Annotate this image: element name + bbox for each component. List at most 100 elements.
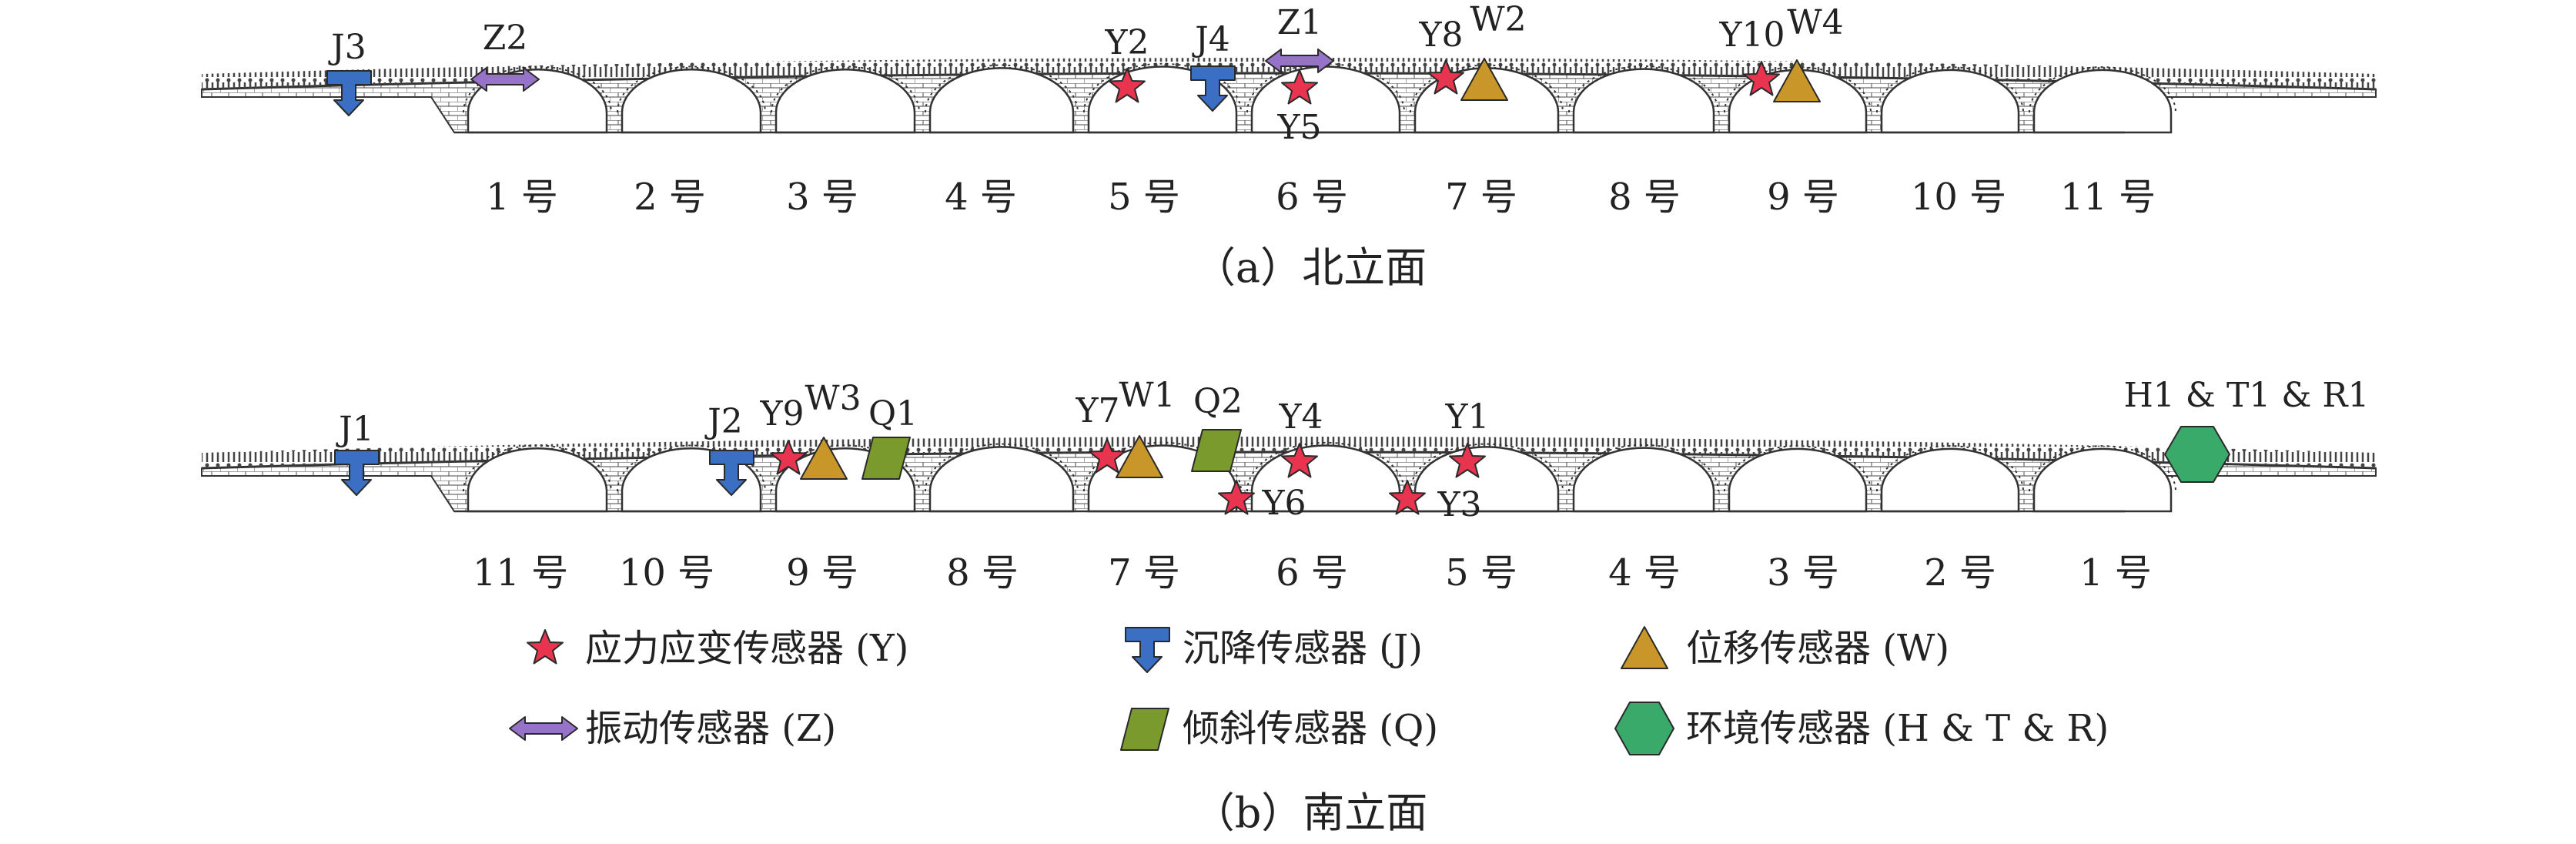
- bridge-arch: [1728, 447, 1868, 513]
- tilt-sensor-icon: [1120, 708, 1169, 751]
- sensor-label: Y3: [1437, 485, 1481, 524]
- stress-sensor-icon: [1109, 68, 1146, 103]
- span-label: 6 号: [1276, 551, 1348, 594]
- north-sensor-J3: J3: [326, 28, 372, 116]
- bridge-arch: [928, 67, 1075, 134]
- displacement-sensor-icon: [800, 437, 848, 480]
- bridge-arch: [1880, 69, 2020, 134]
- span-label: 4 号: [945, 176, 1017, 219]
- span-label: 10 号: [1911, 176, 2006, 219]
- arch-voussoir: [617, 444, 766, 492]
- displacement-sensor-icon: [1460, 58, 1508, 101]
- sensor-label: Y7: [1075, 391, 1119, 430]
- bridge-railing: [202, 58, 2376, 89]
- span-label: 7 号: [1108, 551, 1180, 594]
- sensor-label: W1: [1119, 376, 1175, 415]
- arch-voussoir: [463, 444, 612, 492]
- environment-sensor-icon: [2164, 426, 2230, 483]
- stress-sensor-icon: [1389, 480, 1426, 515]
- legend-label: 环境传感器 (H & T & R): [1686, 707, 2109, 750]
- settlement-sensor-icon: [1190, 65, 1236, 112]
- legend-label: 振动传感器 (Z): [585, 707, 836, 750]
- span-label: 9 号: [786, 551, 858, 594]
- south-sensor-J2: J2: [704, 402, 754, 496]
- north-caption: （a）北立面: [1194, 243, 1427, 292]
- sensor-label: Y6: [1261, 484, 1306, 523]
- sensor-label: Q1: [868, 394, 918, 434]
- south-sensor-H1-T1-R1: H1 & T1 & R1: [2123, 376, 2370, 483]
- settlement-sensor-icon: [1125, 627, 1170, 673]
- sensor-label: Z1: [1277, 3, 1323, 42]
- span-label: 8 号: [1608, 176, 1681, 219]
- settlement-sensor-icon: [709, 450, 754, 496]
- bridge-arch: [1572, 447, 1715, 513]
- south-sensor-Y6: Y6: [1218, 480, 1306, 523]
- sensor-label: W3: [805, 379, 861, 418]
- bridge-arch: [2032, 447, 2173, 513]
- span-label: 9 号: [1767, 176, 1839, 219]
- bridge-arch: [2032, 69, 2173, 134]
- displacement-sensor-icon: [1621, 626, 1668, 669]
- north-sensor-Z2: Z2: [470, 18, 540, 92]
- south-sensor-Y3: Y3: [1389, 480, 1482, 524]
- stress-sensor-icon: [1218, 480, 1255, 515]
- span-label: 5 号: [1108, 176, 1180, 219]
- north-sensor-Y10: Y10: [1718, 15, 1785, 96]
- span-label: 10 号: [619, 551, 714, 594]
- arch-voussoir: [771, 65, 920, 113]
- span-label: 8 号: [946, 551, 1019, 594]
- north-sensor-Y2: Y2: [1104, 23, 1149, 103]
- displacement-sensor-icon: [1773, 59, 1821, 102]
- south-caption: （b）南立面: [1193, 789, 1428, 837]
- sensor-label: W2: [1470, 0, 1526, 39]
- arch-voussoir: [1876, 445, 2024, 492]
- settlement-sensor-icon: [334, 450, 380, 496]
- arch-voussoir: [2029, 445, 2176, 492]
- legend-label: 沉降传感器 (J): [1183, 627, 1423, 670]
- bridge-arch: [928, 446, 1075, 513]
- arch-voussoir: [617, 65, 766, 113]
- sensor-label: Y5: [1276, 108, 1321, 147]
- south-sensor-W3: W3: [800, 379, 861, 480]
- arch-voussoir: [771, 444, 920, 492]
- bridge-arch: [1880, 447, 2020, 513]
- span-label: 3 号: [1767, 551, 1839, 594]
- north-sensor-Y5: Y5: [1276, 69, 1322, 147]
- arch-voussoir: [2029, 66, 2176, 113]
- south-sensor-Q2: Q2: [1191, 382, 1243, 472]
- arch-voussoir: [1876, 66, 2024, 113]
- arch-voussoir: [1410, 443, 1564, 492]
- span-label: 11 号: [2060, 176, 2156, 219]
- span-label: 11 号: [473, 551, 568, 594]
- north-sensor-Z1: Z1: [1265, 3, 1334, 73]
- sensor-label: Y8: [1418, 15, 1463, 55]
- stress-sensor-icon: [1281, 443, 1318, 478]
- legend-item-displacement: 位移传感器 (W): [1621, 626, 1949, 670]
- north-span-labels: 1 号 2 号 3 号 4 号 5 号 6 号 7 号 8 号 9 号 10 号…: [486, 176, 2156, 219]
- sensor-label: Z2: [483, 18, 528, 58]
- sensor-label: J2: [704, 402, 743, 441]
- sensor-label: H1 & T1 & R1: [2123, 376, 2369, 415]
- stress-sensor-icon: [1281, 69, 1318, 105]
- legend-item-settlement: 沉降传感器 (J): [1125, 627, 1423, 673]
- bridge-railing: [202, 437, 2376, 468]
- sensor-label: Q2: [1193, 382, 1243, 421]
- legend-item-tilt: 倾斜传感器 (Q): [1120, 707, 1438, 751]
- north-bridge-elevation: [201, 58, 2377, 134]
- span-label: 2 号: [634, 176, 706, 219]
- stress-sensor-icon: [770, 440, 807, 475]
- south-sensor-Y7: Y7: [1075, 391, 1126, 474]
- span-label: 2 号: [1924, 551, 1996, 594]
- span-label: 4 号: [1608, 551, 1681, 594]
- arch-voussoir: [1724, 445, 1872, 492]
- arch-voussoir: [463, 65, 612, 113]
- legend-label: 倾斜传感器 (Q): [1183, 707, 1438, 750]
- north-sensor-J4: J4: [1190, 20, 1236, 112]
- arch-voussoir: [925, 64, 1079, 113]
- span-label: 6 号: [1276, 176, 1348, 219]
- sensor-label: Y9: [759, 394, 804, 434]
- vibration-sensor-icon: [470, 67, 540, 92]
- sensor-label: Y10: [1718, 15, 1785, 55]
- settlement-sensor-icon: [326, 70, 372, 116]
- legend-label: 应力应变传感器 (Y): [585, 627, 908, 670]
